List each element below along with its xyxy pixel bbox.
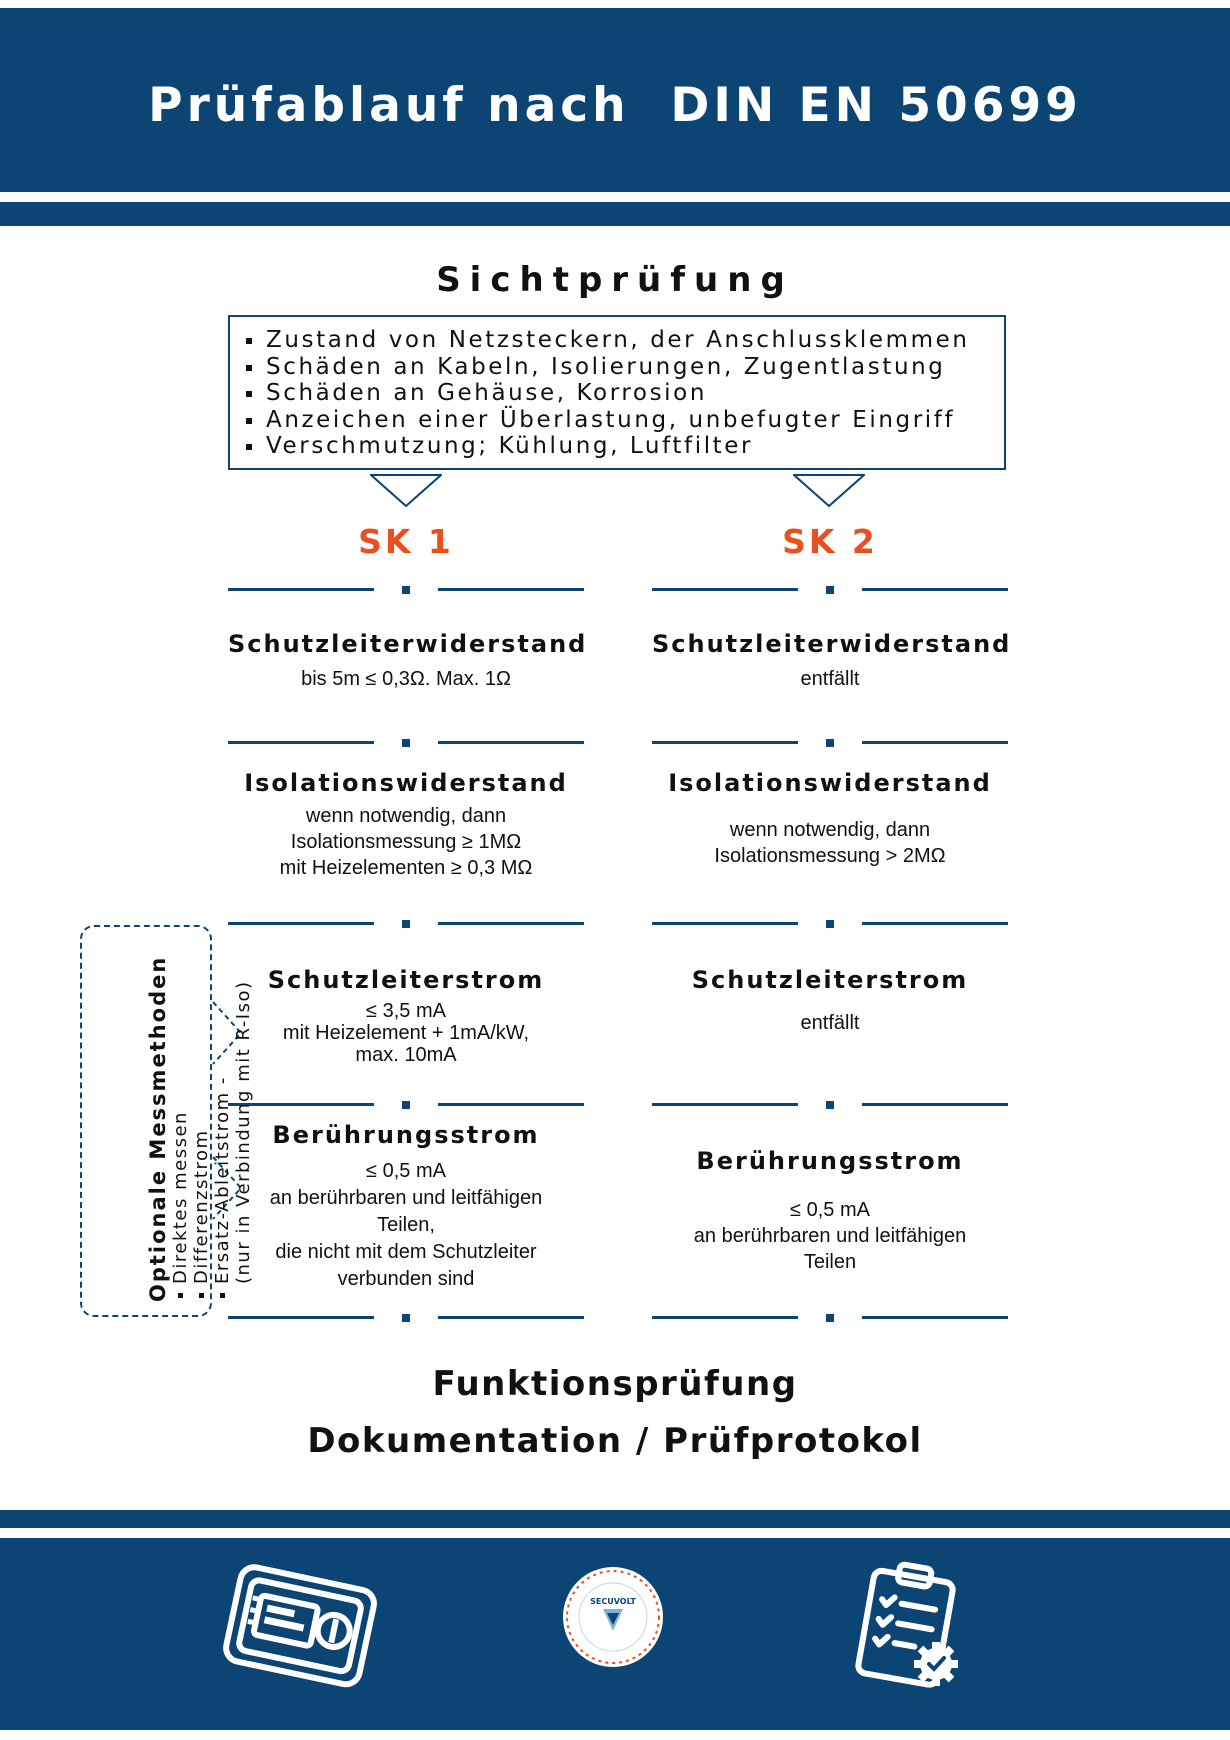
- arrow-down-icon: [370, 474, 442, 508]
- separator: [652, 919, 1008, 929]
- block-text: die nicht mit dem Schutzleiter: [275, 1241, 537, 1263]
- header-stripe: [0, 202, 1230, 226]
- block-text: max. 10mA: [355, 1044, 457, 1066]
- block-title: Isolationswiderstand: [244, 769, 568, 797]
- sk1-beruehrungsstrom: Berührungsstrom ≤ 0,5 mA an berührbaren …: [228, 1121, 584, 1293]
- separator: [652, 738, 1008, 748]
- visual-item: Anzeichen einer Überlastung, unbefugter …: [246, 407, 1004, 434]
- block-text: wenn notwendig, dann: [729, 819, 931, 841]
- separator: [228, 585, 584, 595]
- block-text: mit Heizelementen ≥ 0,3 MΩ: [279, 857, 533, 879]
- block-text: entfällt: [800, 1012, 860, 1034]
- sk2-schutzleiterwiderstand: Schutzleiterwiderstand entfällt: [652, 630, 1012, 692]
- header-bar: [0, 8, 1230, 192]
- block-title: Isolationswiderstand: [668, 769, 992, 797]
- visual-item: Schäden an Gehäuse, Korrosion: [246, 380, 1004, 407]
- sk1-isolationswiderstand: Isolationswiderstand wenn notwendig, dan…: [228, 769, 584, 881]
- visual-inspection-title: Sichtprüfung: [436, 260, 794, 300]
- visual-item: Schäden an Kabeln, Isolierungen, Zugentl…: [246, 354, 1004, 381]
- separator: [228, 1100, 584, 1110]
- visual-item: Verschmutzung; Kühlung, Luftfilter: [246, 433, 1004, 460]
- optional-note: (nur in Verbindung mit R-Iso): [233, 980, 254, 1284]
- sticker-brand: SECUVOLT: [590, 1597, 636, 1606]
- arrow-down-icon: [793, 474, 865, 508]
- block-text: Teilen,: [377, 1214, 435, 1236]
- footer-stripe: [0, 1510, 1230, 1528]
- optional-item: Direktes messen: [170, 932, 191, 1284]
- block-text: an berührbaren und leitfähigen: [269, 1187, 543, 1209]
- block-text: ≤ 3,5 mA: [366, 1000, 446, 1022]
- optional-methods-title: Optionale Messmethoden: [146, 955, 170, 1302]
- page-title: Prüfablauf nach DIN EN 50699: [148, 78, 1082, 133]
- block-text: Isolationsmessung > 2MΩ: [714, 845, 946, 867]
- function-test-heading: Funktionsprüfung: [432, 1364, 798, 1404]
- separator: [652, 585, 1008, 595]
- visual-inspection-box: Zustand von Netzsteckern, der Anschlussk…: [228, 315, 1006, 470]
- sk2-beruehrungsstrom: Berührungsstrom ≤ 0,5 mA an berührbaren …: [652, 1147, 1008, 1275]
- inspection-sticker-icon: SECUVOLT: [563, 1567, 663, 1667]
- optional-item: Ersatz-Ableitstrom -: [212, 932, 233, 1284]
- block-text: Teilen: [803, 1251, 857, 1273]
- sk2-schutzleiterstrom: Schutzleiterstrom entfällt: [652, 966, 1008, 1036]
- block-text: bis 5m ≤ 0,3Ω. Max. 1Ω: [301, 668, 511, 690]
- separator: [228, 1313, 584, 1323]
- block-title: Berührungsstrom: [272, 1121, 540, 1149]
- block-title: Berührungsstrom: [696, 1147, 964, 1175]
- block-text: verbunden sind: [337, 1268, 475, 1290]
- block-title: Schutzleiterstrom: [267, 966, 545, 994]
- sk2-isolationswiderstand: Isolationswiderstand wenn notwendig, dan…: [652, 769, 1008, 869]
- visual-item: Zustand von Netzsteckern, der Anschlussk…: [246, 327, 1004, 354]
- block-text: ≤ 0,5 mA: [366, 1160, 446, 1182]
- separator: [228, 738, 584, 748]
- separator: [228, 919, 584, 929]
- sk2-label: SK 2: [782, 522, 878, 561]
- optional-methods-text: Optionale Messmethoden Direktes messen D…: [146, 932, 272, 1302]
- block-text: mit Heizelement + 1mA/kW,: [282, 1022, 530, 1044]
- block-title: Schutzleiterwiderstand: [228, 630, 588, 658]
- sk1-schutzleiterwiderstand: Schutzleiterwiderstand bis 5m ≤ 0,3Ω. Ma…: [228, 630, 588, 692]
- separator: [652, 1100, 1008, 1110]
- block-title: Schutzleiterwiderstand: [652, 630, 1012, 658]
- sk1-schutzleiterstrom: Schutzleiterstrom ≤ 3,5 mA mit Heizeleme…: [228, 966, 584, 1066]
- tester-device-icon: [223, 1564, 377, 1688]
- block-text: wenn notwendig, dann: [305, 805, 507, 827]
- block-text: entfällt: [800, 668, 860, 690]
- sk1-label: SK 1: [358, 522, 454, 561]
- block-text: ≤ 0,5 mA: [790, 1199, 870, 1221]
- block-text: Isolationsmessung ≥ 1MΩ: [290, 831, 522, 853]
- clipboard-checklist-icon: [855, 1561, 958, 1688]
- separator: [652, 1313, 1008, 1323]
- optional-item: Differenzstrom: [191, 932, 212, 1284]
- block-text: an berührbaren und leitfähigen: [693, 1225, 967, 1247]
- documentation-heading: Dokumentation / Prüfprotokol: [307, 1421, 923, 1461]
- block-title: Schutzleiterstrom: [691, 966, 969, 994]
